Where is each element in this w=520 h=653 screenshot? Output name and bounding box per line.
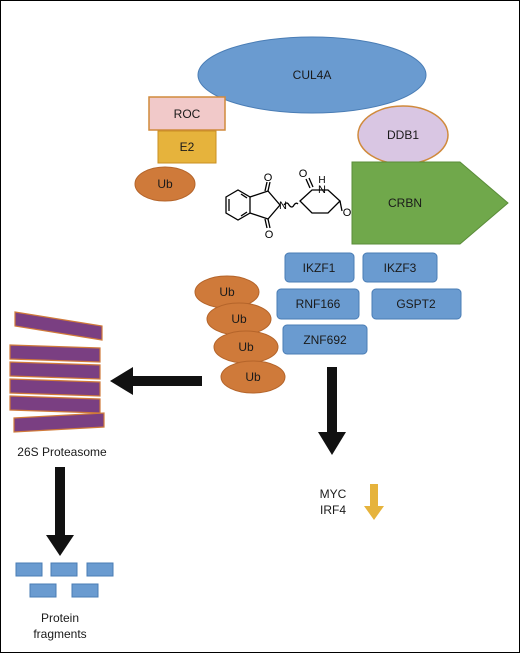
atom-nh: H (318, 175, 325, 186)
ub-chain-3-label: Ub (238, 340, 254, 354)
atom-o1: O (264, 172, 273, 184)
ub-chain-4 (220, 360, 286, 394)
atom-o3: O (299, 168, 308, 180)
drug-atom-labels: O O N O H N O (264, 168, 352, 241)
ikzf1-label: IKZF1 (303, 261, 336, 275)
crbn-label: CRBN (388, 196, 422, 210)
crbn-node (351, 161, 509, 245)
ub-chain-1-label: Ub (219, 285, 235, 299)
irf4-label: IRF4 (320, 503, 346, 517)
ikzf3-label: IKZF3 (384, 261, 417, 275)
fragments-label-line1: Protein (41, 611, 79, 625)
rnf166-label: RNF166 (296, 297, 341, 311)
ub-e2-node (134, 166, 196, 202)
e2-node (157, 130, 217, 164)
ub-e2-label: Ub (157, 177, 173, 191)
ddb1-label: DDB1 (387, 128, 419, 142)
gspt2-node (371, 288, 462, 320)
rnf166-node (276, 288, 360, 320)
znf692-node (282, 324, 368, 355)
roc-label: ROC (174, 107, 201, 121)
atom-o2: O (265, 229, 274, 241)
atom-n1: N (279, 200, 287, 212)
fragments-label-line2: fragments (33, 627, 86, 641)
proteasome-label: 26S Proteasome (17, 445, 107, 459)
wavy-bond (283, 202, 299, 208)
e2-label: E2 (180, 140, 195, 154)
proteasome-icon (9, 311, 105, 433)
arrow-to-proteasome (110, 367, 202, 395)
roc-node (148, 96, 226, 131)
cul4a-label: CUL4A (293, 68, 332, 82)
atom-n2: N (318, 184, 326, 196)
znf692-label: ZNF692 (303, 333, 347, 347)
ub-chain-4-label: Ub (245, 370, 261, 384)
drug-structure (225, 177, 343, 229)
ikzf3-node (362, 252, 438, 283)
protein-fragments-icon (15, 562, 114, 598)
arrow-to-fragments (46, 467, 74, 556)
imide-ring (249, 190, 281, 220)
myc-label: MYC (320, 487, 347, 501)
decrease-arrow-icon (364, 484, 384, 520)
ikzf1-node (284, 252, 355, 283)
cul4a-node (197, 36, 427, 114)
arrow-to-myc (318, 367, 346, 455)
atom-o4: O (343, 207, 352, 219)
ub-chain-2-label: Ub (231, 312, 247, 326)
gspt2-label: GSPT2 (396, 297, 436, 311)
